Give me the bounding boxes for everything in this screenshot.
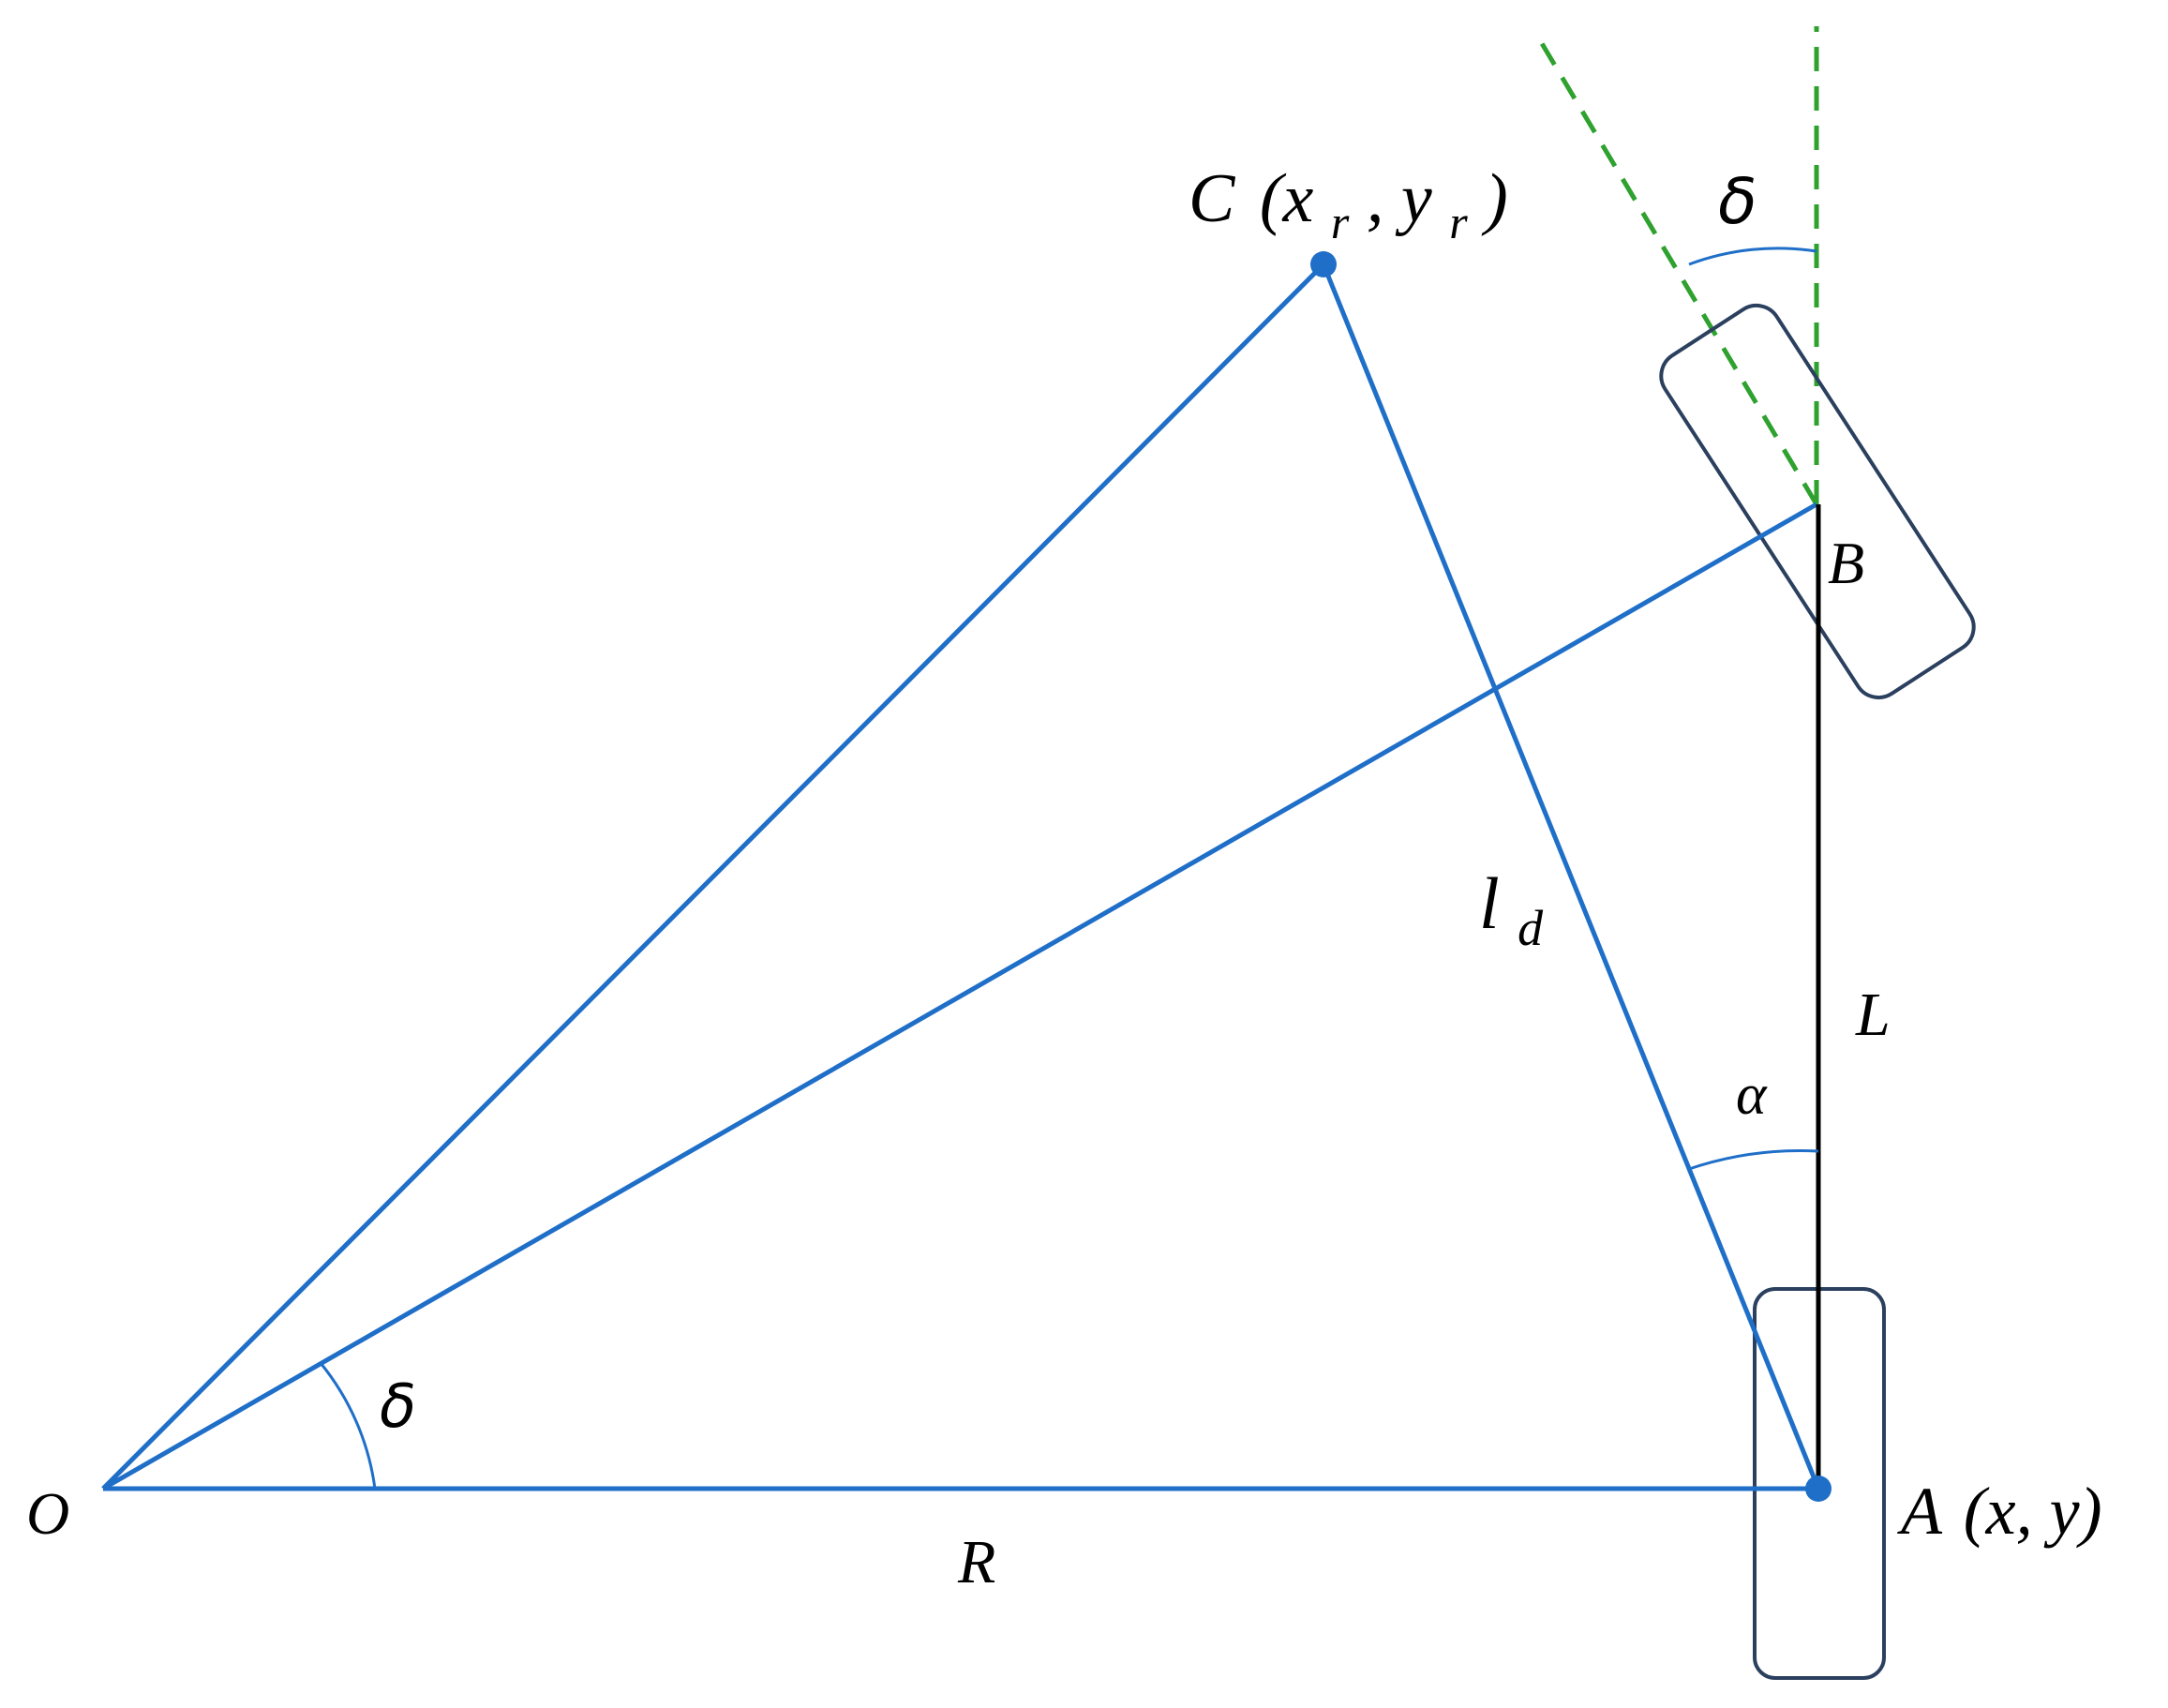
- point-a: [1805, 1476, 1832, 1502]
- label-o: O: [26, 1480, 69, 1547]
- label-delta-wheel: δ: [1718, 165, 1757, 239]
- label-c-sub1: r: [1331, 196, 1350, 248]
- label-a-coords: (x, y): [1964, 1474, 2102, 1549]
- lookahead-line-ld: [1321, 263, 1821, 1490]
- line-o-to-b: [101, 502, 1818, 1491]
- label-a-name: A: [1897, 1474, 1943, 1549]
- front-wheel-direction-guide: [1534, 34, 1819, 506]
- label-delta-center: δ: [380, 1372, 416, 1442]
- label-ld-main: l: [1479, 862, 1500, 944]
- label-c-close: ): [1481, 160, 1508, 237]
- point-c: [1310, 251, 1337, 277]
- label-ld-sub: d: [1518, 900, 1544, 956]
- angle-arc-alpha: [1688, 1149, 1819, 1171]
- angle-arc-delta-center: [319, 1362, 377, 1490]
- angle-arc-delta-wheel: [1688, 247, 1817, 266]
- label-b: B: [1828, 530, 1864, 596]
- label-c-mid: , y: [1367, 160, 1432, 237]
- label-l: L: [1855, 981, 1891, 1049]
- label-alpha: α: [1736, 1063, 1768, 1127]
- label-c-name: C: [1189, 160, 1236, 237]
- label-c-sub2: r: [1449, 196, 1468, 248]
- label-c-open: (x: [1260, 160, 1314, 237]
- label-ld: l d: [1479, 862, 1544, 956]
- label-r: R: [957, 1528, 995, 1596]
- line-o-to-c: [101, 262, 1325, 1491]
- label-a: A (x, y): [1897, 1474, 2102, 1549]
- label-c: C (x r , y r ): [1189, 160, 1508, 254]
